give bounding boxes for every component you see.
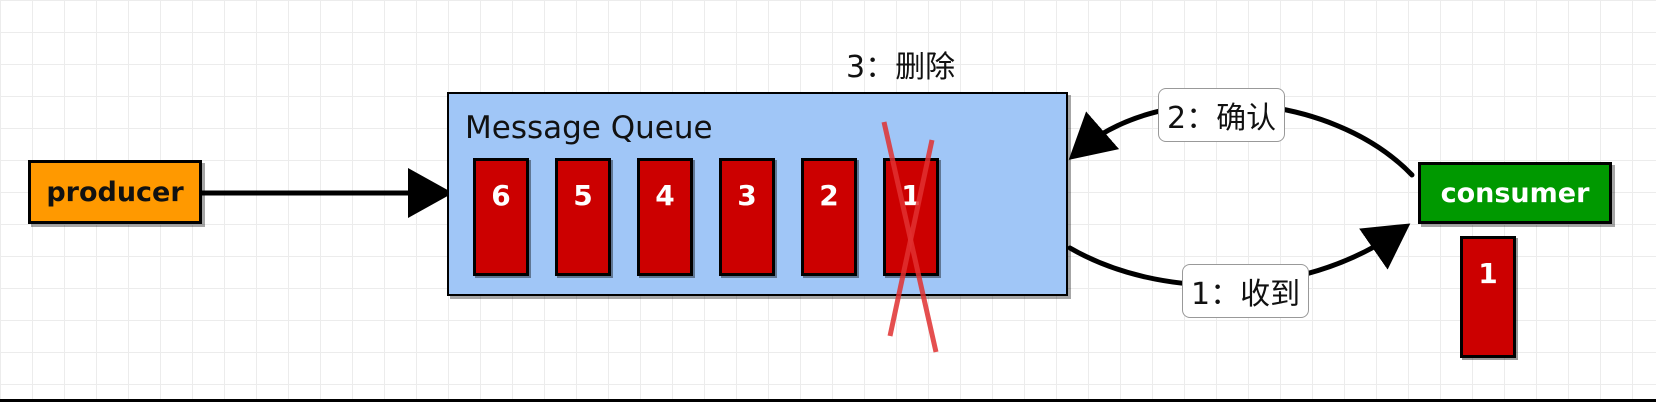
queue-title: Message Queue xyxy=(465,110,713,146)
queue-message: 3 xyxy=(719,158,775,276)
bottom-border xyxy=(0,399,1656,402)
consumer-label: consumer xyxy=(1440,177,1590,209)
deleted-cross-mark xyxy=(887,139,935,337)
queue-message: 6 xyxy=(473,158,529,276)
consumed-message-label: 1 xyxy=(1478,257,1498,290)
consumed-message: 1 xyxy=(1460,236,1516,358)
queue-message: 4 xyxy=(637,158,693,276)
producer-box: producer xyxy=(28,160,202,224)
step-received-label: 1：收到 xyxy=(1182,264,1310,318)
queue-message: 5 xyxy=(555,158,611,276)
queue-message-label: 6 xyxy=(491,179,511,212)
producer-label: producer xyxy=(46,176,184,208)
step-ack-label: 2：确认 xyxy=(1158,88,1286,142)
queue-message-label: 3 xyxy=(737,179,757,212)
consumer-box: consumer xyxy=(1418,162,1612,224)
queue-message-label: 5 xyxy=(573,179,593,212)
queue-message-label: 2 xyxy=(819,179,839,212)
queue-message-label: 4 xyxy=(655,179,675,212)
step-delete-label: 3：删除 xyxy=(846,50,956,85)
queue-message: 2 xyxy=(801,158,857,276)
